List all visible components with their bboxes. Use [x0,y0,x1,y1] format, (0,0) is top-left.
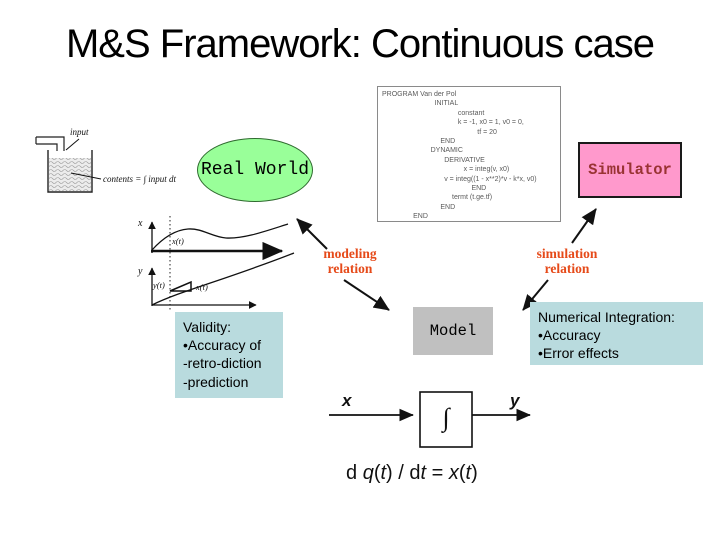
eq-d: d [346,462,363,484]
eq-t3: t [465,462,472,484]
y-axis-label: y [137,266,143,277]
modeling-relation-line1: modeling [323,246,377,261]
eq-mid: ) / d [386,462,421,484]
tank-pipe-outer [36,136,65,151]
real-world-node: Real World [197,138,313,202]
integrator-output-label: y [509,391,521,410]
differential-equation: d q(t) / dt = x(t) [346,462,478,485]
simulation-relation-arrow-up [571,208,597,244]
modeling-relation-arrow-up [296,218,328,250]
model-node: Model [413,307,493,355]
eq-paren3: ) [471,462,478,484]
trajectory-graphs: x x(t) y y(t) x(t) [137,216,295,312]
tank-body [47,150,93,193]
contents-label: contents = ∫ input dt [103,174,177,185]
eq-x: x [448,462,459,484]
x-curve-label: x(t) [171,236,184,246]
real-world-label: Real World [200,160,310,180]
numerical-integration-info-box: Numerical Integration: •Accuracy •Error … [530,302,703,365]
y-curve-label: y(t) [152,280,165,290]
y-trajectory-curve [151,252,295,306]
model-label: Model [429,322,477,340]
simulation-relation-line1: simulation [536,246,598,261]
eq-t1: t [380,462,387,484]
relation-arrows [296,208,597,311]
eq-t2: t [420,462,427,484]
slope-label: x(t) [195,282,208,292]
simulator-label: Simulator [588,161,672,179]
tank-sketch: input contents = ∫ input dt [35,127,177,193]
tank-water-waves [49,158,91,191]
integrator-box [419,391,473,448]
modeling-relation-line2: relation [327,261,373,276]
x-trajectory-curve [151,223,289,251]
input-label: input [70,127,89,137]
eq-q: q [362,462,374,484]
integral-symbol: ∫ [440,403,451,433]
slide-title: M&S Framework: Continuous case [65,22,655,66]
simulator-node: Simulator [578,142,682,198]
modeling-relation-label: modeling relation [300,246,400,276]
integrator-diagram: ∫ x y [329,391,531,448]
simulation-relation-label: simulation relation [517,246,617,276]
contents-pointer-line [70,172,102,180]
tank-pipe-inner [36,143,58,151]
simulation-relation-line2: relation [544,261,590,276]
modeling-relation-arrow-down [343,279,390,311]
program-listing-box: PROGRAM Van der Pol INITIAL constant k =… [377,86,561,222]
eq-paren1: ( [373,462,381,484]
program-code: PROGRAM Van der Pol INITIAL constant k =… [382,91,537,221]
simulation-relation-arrow-down [522,279,549,311]
eq-paren2: ( [458,462,466,484]
slope-triangle [169,280,192,292]
validity-info-box: Validity: •Accuracy of -retro-diction -p… [175,312,283,398]
input-pointer-line [65,138,80,151]
eq-equals: = [426,462,449,484]
x-axis-label: x [137,218,143,229]
integrator-input-label: x [341,391,353,410]
